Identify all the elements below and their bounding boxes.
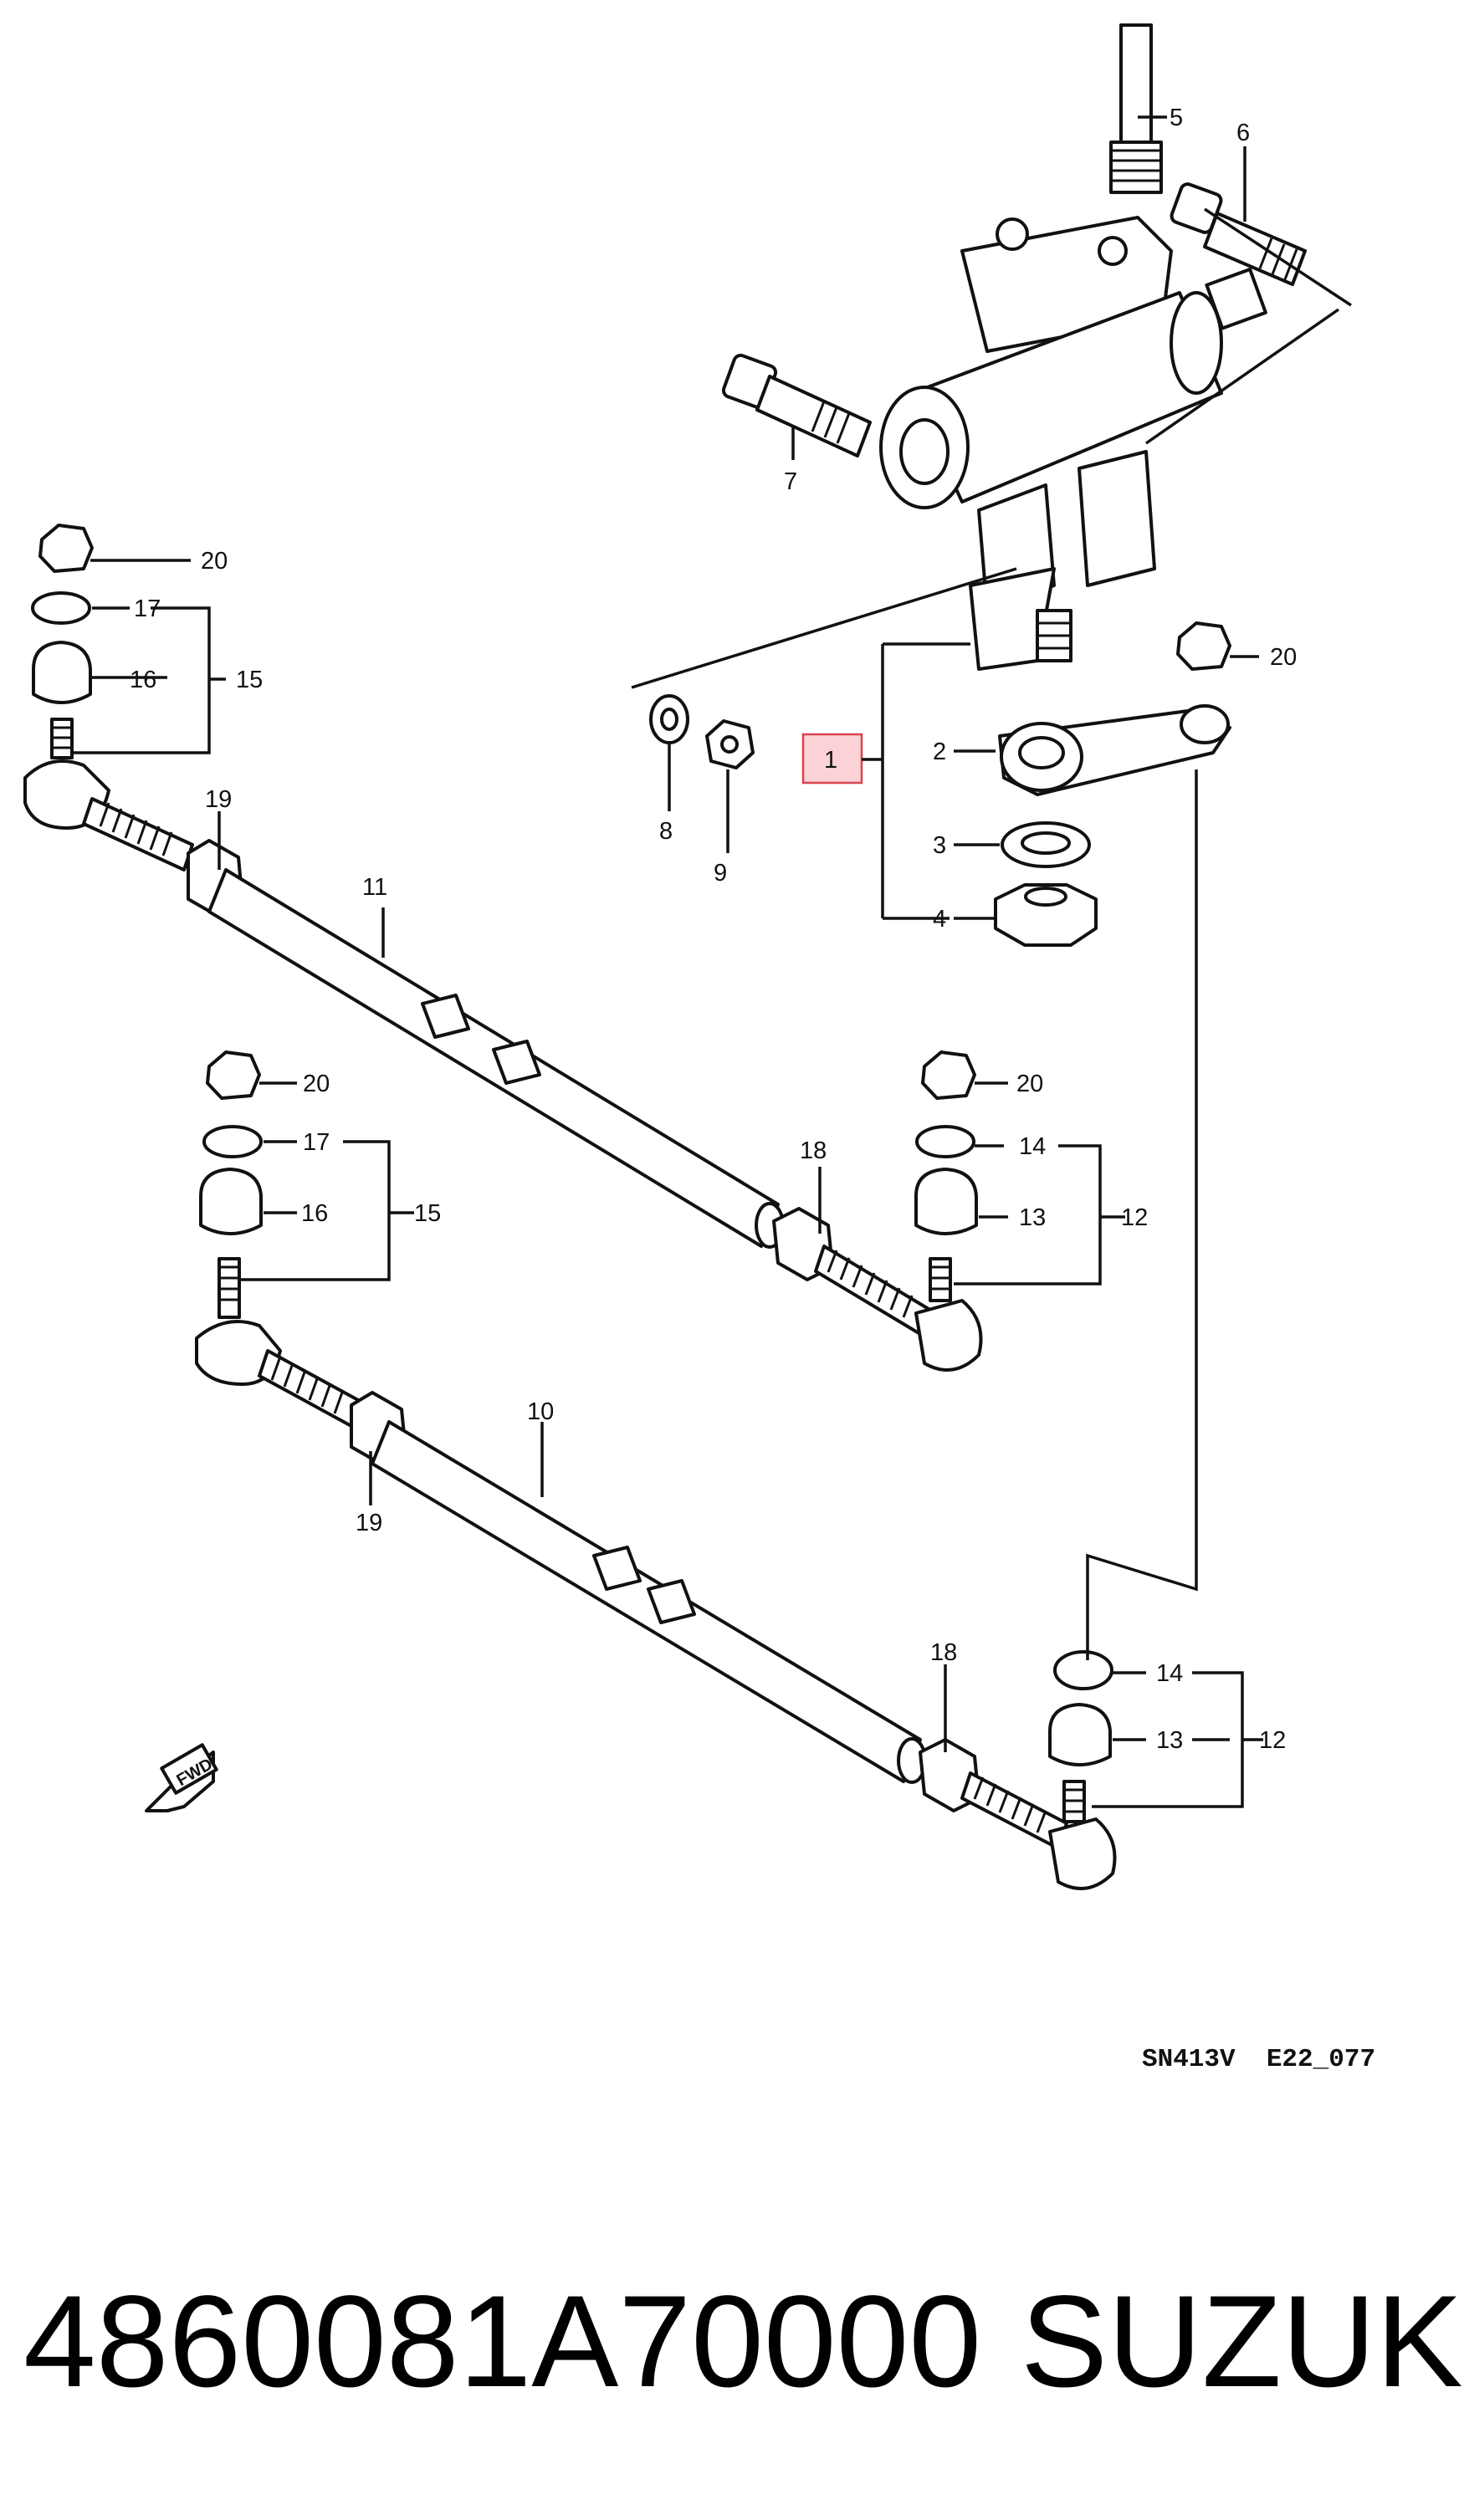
tie-rod-end-right-upper [914, 1299, 983, 1372]
callout-20-a: 20 [201, 548, 228, 575]
castle-nut-20-b [1176, 621, 1231, 671]
drag-link-leader [1086, 769, 1198, 1660]
castle-nut-20-d [921, 1050, 976, 1100]
callout-16-lower: 16 [301, 1200, 328, 1227]
callout-labels: 1 2 3 4 5 6 7 8 9 10 11 12 12 13 13 14 1… [130, 105, 1297, 1754]
callout-2: 2 [933, 739, 946, 765]
callout-12-upper: 12 [1121, 1204, 1148, 1231]
callout-20-c: 20 [303, 1071, 330, 1097]
input-shaft [1119, 23, 1153, 144]
callout-18-lower: 18 [930, 1639, 957, 1666]
seal-14-a [915, 1125, 975, 1158]
dust-boot-13-a [914, 1168, 978, 1235]
bolt-7 [721, 353, 872, 457]
callout-7: 7 [784, 468, 797, 495]
callout-4: 4 [933, 906, 946, 933]
callout-3: 3 [933, 832, 946, 859]
pitman-arm-2 [998, 704, 1231, 796]
callout-10: 10 [527, 1398, 554, 1425]
callout-15-lower: 15 [414, 1200, 441, 1227]
callout-14-lower: 14 [1156, 1660, 1183, 1687]
castle-nut-20-a [38, 524, 94, 573]
bracket-bolt-head [996, 217, 1029, 251]
diagram-code: SN413V E22_077 [1142, 2045, 1375, 2074]
callout-11: 11 [362, 874, 387, 901]
callout-20-d: 20 [1016, 1071, 1043, 1097]
callout-12-lower: 12 [1259, 1727, 1286, 1754]
callout-20-b: 20 [1270, 644, 1297, 671]
part-number: 4860081A70000 [23, 2269, 982, 2415]
output-spline [1205, 268, 1267, 330]
callout-17-lower: 17 [303, 1129, 330, 1156]
dust-boot-13-b [1048, 1703, 1112, 1766]
nut-4 [994, 883, 1098, 947]
callout-19-upper: 19 [205, 786, 232, 813]
brand-name: SUZUKI [1021, 2269, 1464, 2415]
callout-14-upper: 14 [1019, 1133, 1046, 1160]
castle-nut-20-c [206, 1050, 261, 1100]
callout-13-lower: 13 [1156, 1727, 1183, 1754]
forward-arrow-icon: FWD [145, 1743, 218, 1812]
steering-gear-box [879, 23, 1267, 671]
bolt-6 [1170, 182, 1307, 286]
bracket-bolt-head-2 [1098, 236, 1128, 266]
callout-16-upper: 16 [130, 667, 156, 693]
dust-boot-16-b [199, 1168, 263, 1235]
adjusting-sleeve-10 [371, 1420, 922, 1783]
callout-8: 8 [659, 818, 673, 845]
mounting-flange [1078, 450, 1156, 587]
tie-rod-11 [23, 718, 983, 1372]
seal-17-b [202, 1125, 263, 1158]
tie-rod-10 [195, 1257, 1117, 1890]
dust-boot-16-a [32, 641, 92, 704]
callout-9: 9 [714, 860, 727, 887]
gear-leader-lines [631, 207, 1352, 689]
seal-14-b [1053, 1650, 1113, 1690]
callout-6: 6 [1236, 120, 1250, 146]
group-1-bracket [862, 642, 970, 920]
callout-17-upper: 17 [134, 595, 161, 622]
callout-1: 1 [824, 747, 837, 774]
seal-17-a [31, 591, 91, 625]
callout-19-lower: 19 [356, 1510, 382, 1536]
steering-linkage-diagram: FWD 1 2 3 4 5 6 7 8 9 10 11 12 12 13 13 … [23, 23, 1375, 2074]
callout-13-upper: 13 [1019, 1204, 1046, 1231]
leader-lines [71, 115, 1263, 1808]
callout-5: 5 [1170, 105, 1183, 131]
adjusting-sleeve-11 [207, 868, 780, 1248]
callout-18-upper: 18 [800, 1137, 827, 1164]
tie-rod-end-right-lower [1048, 1817, 1117, 1890]
callout-15-upper: 15 [236, 667, 263, 693]
footer: 4860081A70000 SUZUKI [0, 2250, 1464, 2434]
